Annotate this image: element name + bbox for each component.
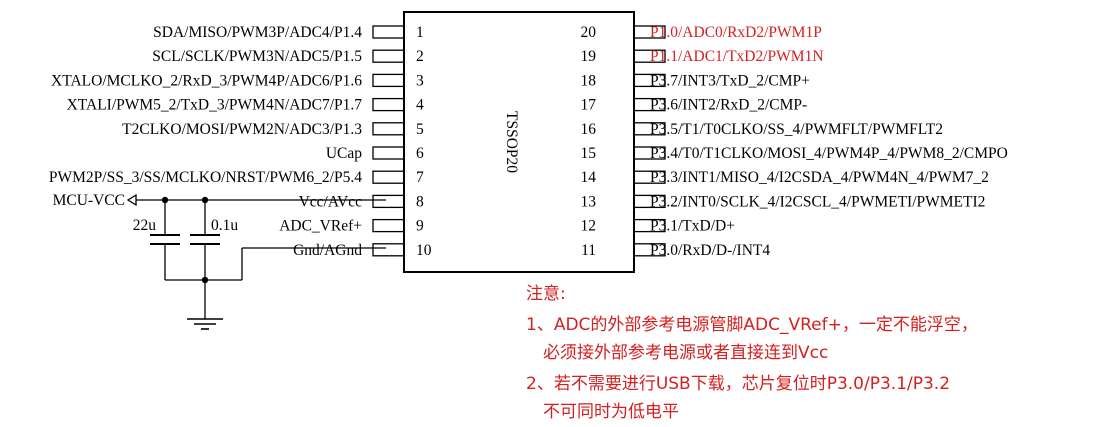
pin-10: 10 Gnd/AGnd xyxy=(293,242,432,259)
pin-5-pad xyxy=(372,122,405,136)
pin-18-label: P3.7/INT3/TxD_2/CMP+ xyxy=(650,72,810,89)
pin-20: 20 P1.0/ADC0/RxD2/PWM1P xyxy=(581,24,822,41)
pin-1-pad xyxy=(372,25,405,39)
pin-15: 15 P3.4/T0/T1CLKO/MOSI_4/PWM4P_4/PWM8_2/C… xyxy=(581,145,1008,162)
notes-block: 注意: 1、ADC的外部参考电源管脚ADC_VRef+，一定不能浮空， 必须接外… xyxy=(526,284,978,422)
pin-15-pad xyxy=(633,146,666,160)
pin-1: 1 SDA/MISO/PWM3P/ADC4/P1.4 xyxy=(153,24,424,41)
pin-2: 2 SCL/SCLK/PWM3N/ADC5/P1.5 xyxy=(152,48,423,65)
pin-19-number: 19 xyxy=(581,48,597,65)
pin-1-label: SDA/MISO/PWM3P/ADC4/P1.4 xyxy=(153,24,362,41)
pin-12-label: P3.1/TxD/D+ xyxy=(650,218,735,235)
right-pins: 20 P1.0/ADC0/RxD2/PWM1P 19 P1.1/ADC1/TxD2/P… xyxy=(581,24,1008,259)
pin-4-pad xyxy=(372,97,405,112)
pin-7-number: 7 xyxy=(416,169,424,186)
pin-3: 3 XTALO/MCLKO_2/RxD_3/PWM4P/ADC6/P1.6 xyxy=(51,72,424,89)
pin-12: 12 P3.1/TxD/D+ xyxy=(581,218,735,235)
pin-20-number: 20 xyxy=(581,24,597,41)
pin-3-number: 3 xyxy=(416,72,424,89)
pin-11-label: P3.0/RxD/D-/INT4 xyxy=(650,242,770,259)
pin-18-pad xyxy=(633,73,666,88)
pin-3-pad xyxy=(372,73,405,88)
pin-13: 13 P3.2/INT0/SCLK_4/I2CSCL_4/PWMETI/PWMET… xyxy=(581,193,986,210)
left-pins: 1 SDA/MISO/PWM3P/ADC4/P1.4 2 SCL/SCLK/PWM3N… xyxy=(49,24,432,259)
capacitor-22u-value: 22u xyxy=(133,217,157,234)
pin-3-label: XTALO/MCLKO_2/RxD_3/PWM4P/ADC6/P1.6 xyxy=(51,72,362,89)
pin-7: 7 PWM2P/SS_3/SS/MCLKO/NRST/PWM6_2/P5.4 xyxy=(49,169,424,186)
junction-dots xyxy=(161,196,209,284)
pin-15-number: 15 xyxy=(581,145,597,162)
pin-2-pad xyxy=(372,49,405,63)
pin-8-number: 8 xyxy=(416,193,424,210)
pin-17-pad xyxy=(633,97,666,112)
pin-2-label: SCL/SCLK/PWM3N/ADC5/P1.5 xyxy=(152,48,362,65)
pin-8-label: Vcc/AVcc xyxy=(299,193,363,210)
note-line-3: 2、若不需要进行USB下载，芯片复位时P3.0/P3.1/P3.2 xyxy=(526,374,950,394)
chip-body xyxy=(403,11,635,273)
package-label: TSSOP20 xyxy=(503,111,520,173)
pin-13-pad xyxy=(633,194,666,209)
pin-11: 11 P3.0/RxD/D-/INT4 xyxy=(581,242,770,259)
vcc-arrow-icon xyxy=(126,193,137,207)
pin-17-number: 17 xyxy=(581,97,597,114)
note-line-1: 1、ADC的外部参考电源管脚ADC_VRef+，一定不能浮空， xyxy=(526,315,978,335)
pin-7-pad xyxy=(372,170,405,184)
pin-6-number: 6 xyxy=(416,145,424,162)
pin-14-pad xyxy=(633,170,666,184)
pin-9-pad xyxy=(372,218,405,233)
pin-12-pad xyxy=(633,218,666,233)
pin-10-pad xyxy=(372,243,405,257)
notes-title: 注意: xyxy=(526,284,566,304)
pin-4-number: 4 xyxy=(416,97,424,114)
pin-9-label: ADC_VRef+ xyxy=(279,218,362,235)
pin-16-number: 16 xyxy=(581,121,597,138)
supply-label: MCU-VCC xyxy=(53,192,125,209)
pin-7-label: PWM2P/SS_3/SS/MCLKO/NRST/PWM6_2/P5.4 xyxy=(49,169,362,186)
decoupling-circuit xyxy=(126,193,386,330)
capacitor-01u-value: 0.1u xyxy=(211,217,238,234)
pin-11-pad xyxy=(633,243,666,257)
pin-4: 4 XTALI/PWM5_2/TxD_3/PWM4N/ADC7/P1.7 xyxy=(67,97,424,114)
pin-17: 17 P3.6/INT2/RxD_2/CMP- xyxy=(581,97,808,114)
pin-5-label: T2CLKO/MOSI/PWM2N/ADC3/P1.3 xyxy=(122,121,362,138)
pin-19: 19 P1.1/ADC1/TxD2/PWM1N xyxy=(581,48,824,65)
pin-6: 6 UCap xyxy=(326,145,424,162)
pin-8-pad xyxy=(372,194,405,209)
pin-16-label: P3.5/T1/T0CLKO/SS_4/PWMFLT/PWMFLT2 xyxy=(650,121,943,138)
pin-20-pad xyxy=(633,25,666,39)
pin-18-number: 18 xyxy=(581,72,597,89)
pin-12-number: 12 xyxy=(581,218,597,235)
pin-15-label: P3.4/T0/T1CLKO/MOSI_4/PWM4P_4/PWM8_2/CMP… xyxy=(650,145,1008,162)
pin-5: 5 T2CLKO/MOSI/PWM2N/ADC3/P1.3 xyxy=(122,121,424,138)
pin-13-number: 13 xyxy=(581,193,597,210)
pin-11-number: 11 xyxy=(581,242,596,259)
pin-14: 14 P3.3/INT1/MISO_4/I2CSDA_4/PWM4N_4/PWM7… xyxy=(581,169,989,186)
pin-14-label: P3.3/INT1/MISO_4/I2CSDA_4/PWM4N_4/PWM7_2 xyxy=(650,169,989,186)
pin-10-label: Gnd/AGnd xyxy=(293,242,362,259)
pin-9-number: 9 xyxy=(416,218,424,235)
pin-10-number: 10 xyxy=(416,242,432,259)
pin-5-number: 5 xyxy=(416,121,424,138)
pin-9: 9 ADC_VRef+ xyxy=(279,218,424,235)
pin-6-label: UCap xyxy=(326,145,362,162)
pin-20-label: P1.0/ADC0/RxD2/PWM1P xyxy=(650,24,822,41)
pin-18: 18 P3.7/INT3/TxD_2/CMP+ xyxy=(581,72,810,89)
pin-19-label: P1.1/ADC1/TxD2/PWM1N xyxy=(650,48,824,65)
pin-16-pad xyxy=(633,122,666,136)
pin-1-number: 1 xyxy=(416,24,424,41)
pin-17-label: P3.6/INT2/RxD_2/CMP- xyxy=(650,97,807,114)
pin-14-number: 14 xyxy=(581,169,597,186)
pin-2-number: 2 xyxy=(416,48,424,65)
note-line-4: 不可同时为低电平 xyxy=(543,402,679,422)
pin-8: 8 Vcc/AVcc xyxy=(299,193,424,210)
note-line-2: 必须接外部参考电源或者直接连到Vcc xyxy=(543,343,828,363)
pin-13-label: P3.2/INT0/SCLK_4/I2CSCL_4/PWMETI/PWMETI2 xyxy=(650,193,985,210)
pin-6-pad xyxy=(372,146,405,160)
pin-16: 16 P3.5/T1/T0CLKO/SS_4/PWMFLT/PWMFLT2 xyxy=(581,121,943,138)
pin-4-label: XTALI/PWM5_2/TxD_3/PWM4N/ADC7/P1.7 xyxy=(67,97,363,114)
pin-19-pad xyxy=(633,49,666,63)
